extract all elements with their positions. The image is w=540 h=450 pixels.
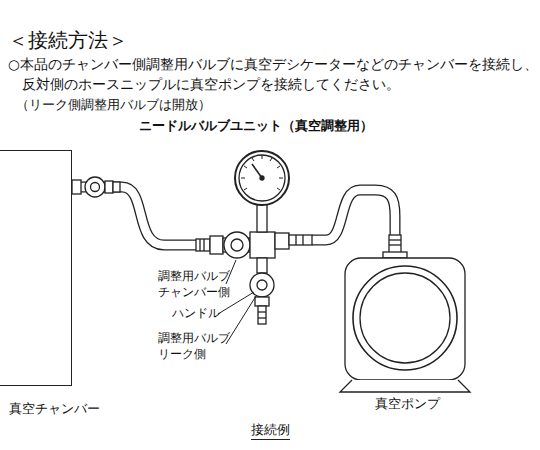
part-label: 調整用バルブ: [158, 332, 230, 346]
instruction-text: 反対側のホースニップルに真空ポンプを接続してください。: [22, 76, 400, 92]
note-text: （リーク側調整用バルブは開放）: [16, 97, 211, 113]
part-label: ハンドル: [172, 307, 220, 321]
pump-box: 真空ポンプ: [345, 235, 470, 420]
pump-drawing: [340, 235, 470, 392]
valve-unit-box: ニードルバルブユニット（真空調整用）: [200, 150, 312, 330]
hose: [312, 190, 395, 240]
chamber-fitting: [72, 177, 120, 197]
part-label: チャンバー側: [158, 286, 230, 300]
caption: 接続例: [251, 422, 290, 440]
node-label: 真空ポンプ: [375, 396, 440, 412]
node-label: ニードルバルブユニット（真空調整用）: [139, 118, 373, 134]
node-label: 真空チャンバー: [9, 401, 100, 417]
part-label: リーク側: [158, 348, 206, 362]
instruction-text: ○本品のチャンバー側調整用バルブに真空デシケーターなどのチャンバーを接続し、: [8, 56, 538, 72]
part-label: 調整用バルブ: [158, 270, 230, 284]
page-title: ＜接続方法＞: [8, 28, 128, 52]
chamber-box: 真空チャンバー: [0, 150, 72, 386]
